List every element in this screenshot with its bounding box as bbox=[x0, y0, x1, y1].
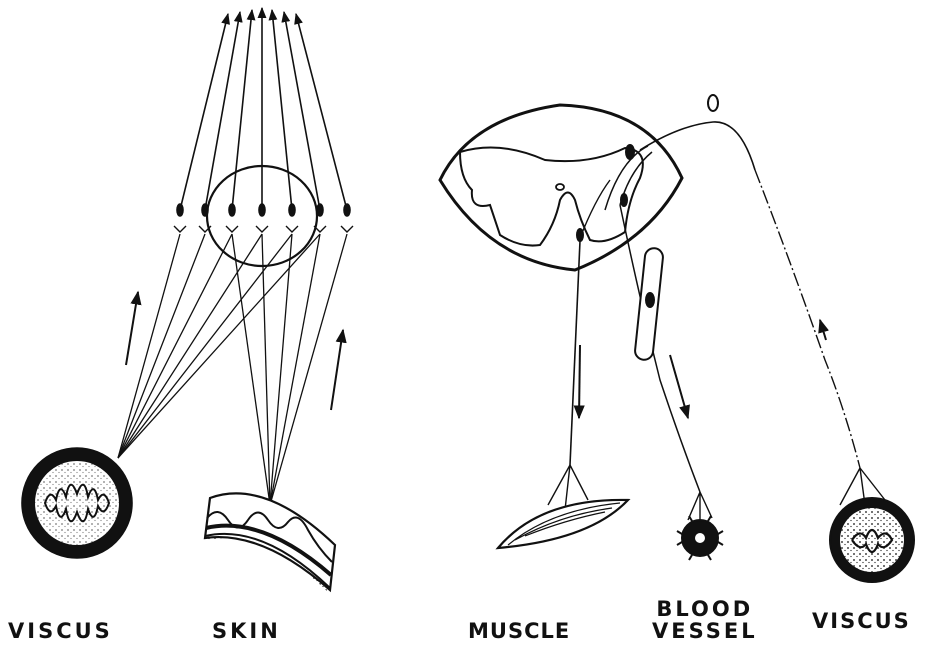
relay-neurons bbox=[177, 204, 350, 216]
motor-direction-arrow bbox=[579, 345, 580, 418]
label-blood-line1: BLOOD bbox=[652, 598, 758, 620]
spinal-cord-outline bbox=[440, 105, 682, 270]
viscus-organ-right bbox=[830, 498, 914, 582]
label-blood-vessel: BLOOD VESSEL bbox=[652, 598, 758, 642]
viscus-afferent-right bbox=[755, 170, 860, 468]
label-skin: SKIN bbox=[212, 620, 281, 642]
label-blood-line2: VESSEL bbox=[652, 620, 758, 642]
skin-afferent-fibers bbox=[232, 234, 347, 505]
label-muscle: MUSCLE bbox=[468, 620, 570, 642]
central-canal bbox=[556, 184, 564, 190]
motor-neuron bbox=[577, 229, 583, 241]
ganglion-blood-vessel bbox=[634, 247, 664, 360]
motor-fiber bbox=[570, 241, 580, 465]
afferent-direction-arrow bbox=[820, 320, 826, 340]
muscle-fiber-bundle bbox=[498, 500, 628, 548]
dorsal-root bbox=[640, 122, 755, 170]
spinal-cord-diagram bbox=[440, 95, 914, 582]
convergence-diagram bbox=[22, 8, 353, 592]
synapse-forks bbox=[174, 226, 353, 232]
autonomic-direction-arrow bbox=[670, 355, 688, 418]
viscus-organ-left bbox=[22, 448, 132, 558]
skin-section bbox=[205, 493, 335, 592]
skin-direction-arrow bbox=[331, 330, 343, 410]
dorsal-root-ganglion bbox=[708, 95, 718, 111]
viscus-direction-arrow bbox=[126, 292, 138, 365]
grey-matter bbox=[460, 148, 643, 246]
blood-vessel-section bbox=[677, 516, 723, 560]
label-viscus-left: VISCUS bbox=[8, 620, 113, 642]
label-viscus-right: VISCUS bbox=[812, 610, 911, 632]
ascending-fibers bbox=[180, 8, 347, 210]
